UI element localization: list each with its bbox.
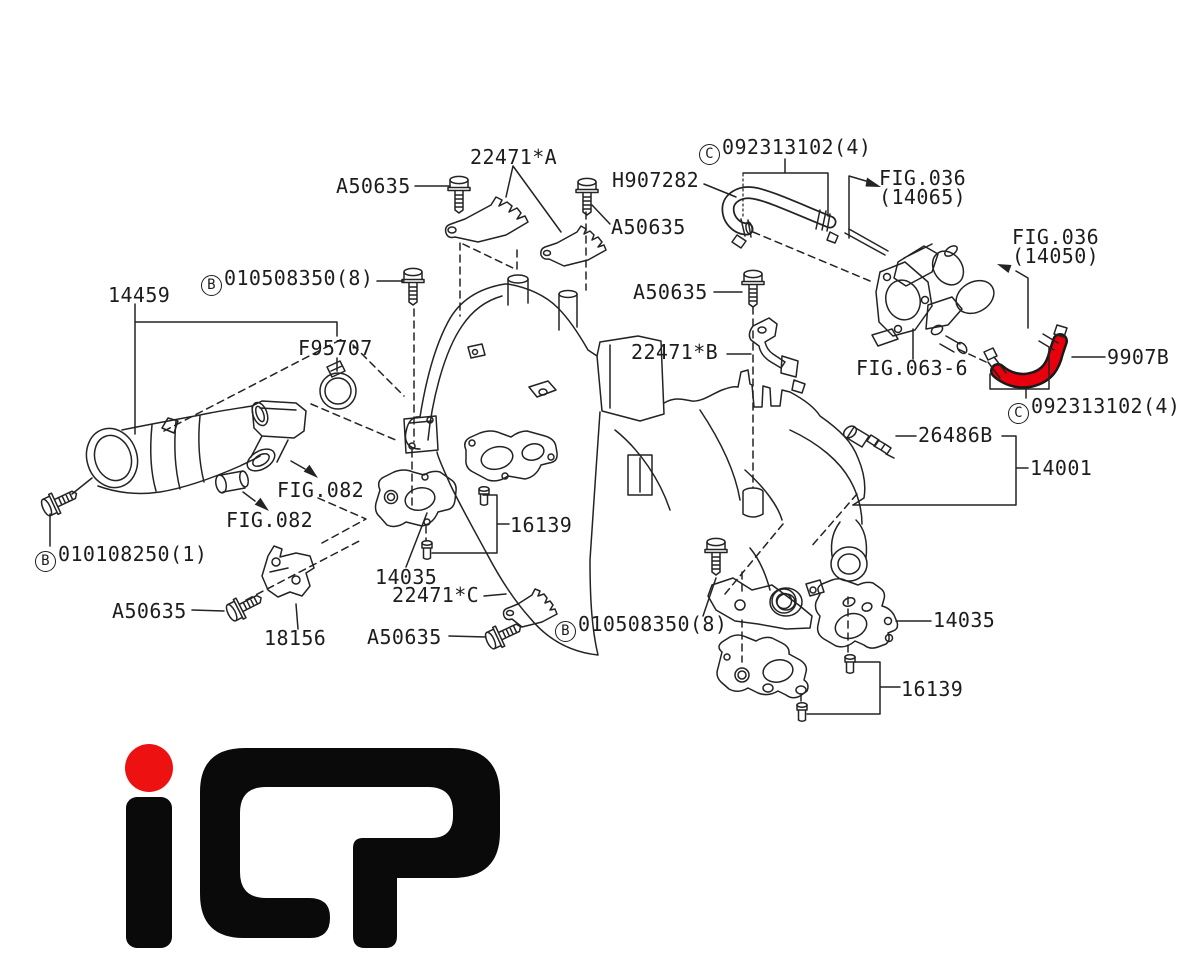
gasket-bottomright-lower	[716, 634, 809, 699]
figure-ref-036-14065: FIG.036(14065)	[879, 166, 967, 209]
plug-16139-left-2	[421, 540, 433, 560]
bracket-22471c	[502, 588, 558, 628]
part-number: 092313102(4)	[1031, 394, 1181, 418]
circled-letter-b: B	[555, 621, 576, 642]
fig082-arrow-2-icon	[254, 497, 269, 511]
red-hose-clamp-top	[1053, 324, 1068, 338]
plug-16139-br-2	[796, 702, 808, 722]
hose-h907282	[721, 186, 839, 249]
part-label-22471c: 22471*C	[392, 583, 480, 607]
part-label-18156: 18156	[264, 626, 327, 650]
bracket-22471a-2	[540, 225, 607, 267]
leader-lines	[49, 158, 1106, 715]
red-hose-clamp-left	[983, 347, 998, 361]
part-number: 010508350(8)	[224, 266, 374, 290]
reference-arrows	[254, 177, 1012, 511]
part-label-26486b: 26486B	[918, 423, 993, 447]
bolt-a50635-top2	[575, 177, 599, 216]
part-label-9907b: 9907B	[1107, 345, 1170, 369]
part-label-a50635-4: A50635	[112, 599, 187, 623]
bolt-a50635-bottom-mid	[481, 615, 526, 653]
logo-i-stem	[126, 797, 172, 948]
gasket-bottomright-upper	[814, 577, 899, 649]
hose-clamp-right	[826, 231, 839, 244]
part-label-h907282: H907282	[612, 168, 700, 192]
bolt-010108250	[37, 482, 82, 520]
logo-red-dot	[125, 744, 173, 792]
part-label-16139-left: 16139	[510, 513, 573, 537]
part-label-a50635-1: A50635	[336, 174, 411, 198]
air-intake-duct-14459	[85, 400, 307, 495]
bracket-22471a-1	[444, 196, 529, 243]
fig082-arrow-1-icon	[303, 464, 318, 478]
sensor-26486b	[842, 425, 895, 459]
gasket-left-upper	[464, 430, 558, 482]
part-label-22471a: 22471*A	[470, 145, 558, 169]
part-label-22471b: 22471*B	[631, 340, 719, 364]
part-number: 092313102(4)	[722, 135, 872, 159]
part-number: 010508350(8)	[578, 612, 728, 636]
part-label-14459: 14459	[108, 283, 171, 307]
hose-clamp-left	[731, 234, 747, 249]
fig-ref-line2: (14050)	[1012, 244, 1100, 268]
part-number: 010108250(1)	[58, 542, 208, 566]
duct-stub-fitting	[215, 470, 250, 494]
fig-ref-line1: FIG.036	[879, 166, 967, 190]
fig036-14065-arrow-icon	[865, 177, 881, 187]
bolt-a50635-topleft	[447, 175, 471, 214]
plug-16139-left-1	[478, 486, 490, 506]
figure-ref-082-2: FIG.082	[226, 508, 314, 532]
part-label-14035-left: 14035	[375, 565, 438, 589]
fig-ref-line1: FIG.036	[1012, 225, 1100, 249]
part-label-f95707: F95707	[298, 336, 373, 360]
circled-letter-b: B	[201, 275, 222, 296]
bolt-010508350-top	[401, 267, 425, 306]
fig-ref-line2: (14065)	[879, 185, 967, 209]
figure-ref-036-14050: FIG.036(14050)	[1012, 225, 1100, 268]
part-label-14035-br: 14035	[933, 608, 996, 632]
coolant-hose-9907b-highlighted	[983, 324, 1068, 389]
figure-ref-063-6: FIG.063-6	[856, 356, 968, 380]
part-label-a50635-5: A50635	[367, 625, 442, 649]
part-label-14001: 14001	[1030, 456, 1093, 480]
circled-letter-b: B	[35, 551, 56, 572]
figure-ref-082-1: FIG.082	[277, 478, 365, 502]
circled-letter-c: C	[699, 144, 720, 165]
circled-letter-c: C	[1008, 403, 1029, 424]
intake-manifold-14001	[403, 274, 868, 656]
stay-22471b	[748, 317, 806, 394]
part-label-a50635-2: A50635	[611, 215, 686, 239]
hose-clamp-f95707	[319, 360, 357, 410]
throttle-body	[844, 228, 995, 355]
plug-16139-br-1	[844, 654, 856, 674]
assembly-dashed-lines	[163, 211, 987, 705]
bracket-18156	[261, 545, 315, 598]
fig036-14050-arrow-icon	[997, 264, 1012, 273]
part-label-a50635-3: A50635	[633, 280, 708, 304]
logo-cp-glyph	[200, 748, 500, 948]
bolt-010508350-bottom	[704, 537, 728, 576]
bolt-a50635-center	[741, 269, 765, 308]
icp-logo	[125, 744, 500, 948]
part-label-16139-br: 16139	[901, 677, 964, 701]
gasket-left-lower	[374, 469, 457, 528]
